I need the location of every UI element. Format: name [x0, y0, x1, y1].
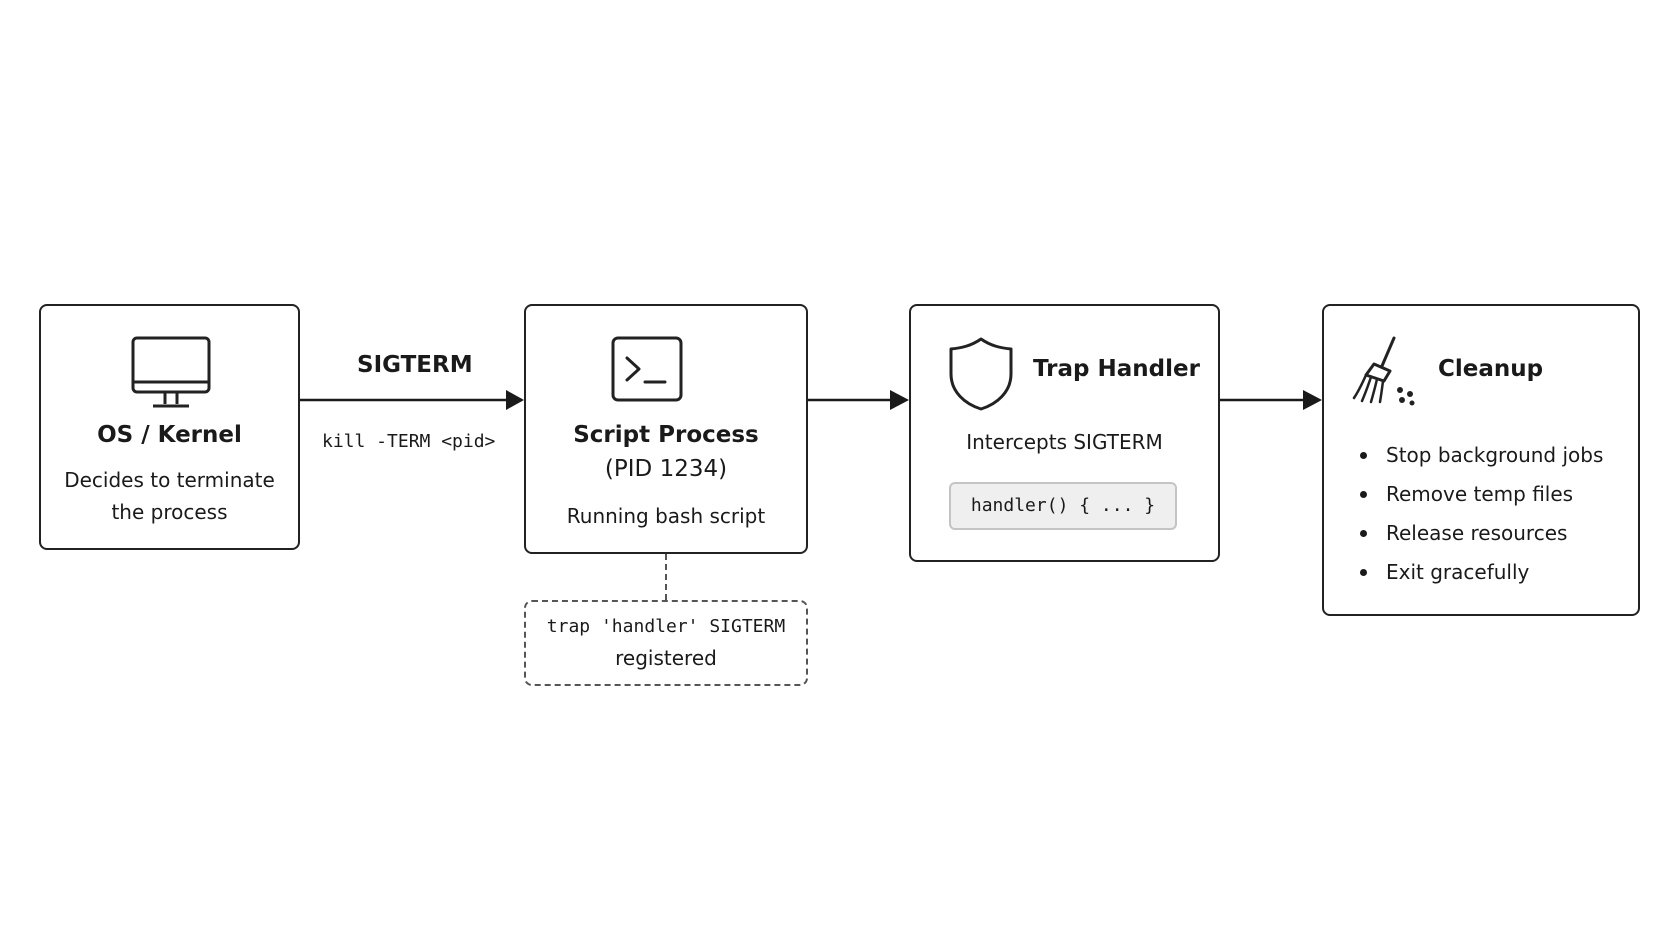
node-script-process: Script Process (PID 1234) Running bash s… [524, 304, 808, 554]
trap-handler-title: Trap Handler [1033, 356, 1200, 382]
script-process-title-line1: Script Process [573, 422, 759, 448]
cleanup-title: Cleanup [1438, 356, 1544, 382]
script-process-title: Script Process (PID 1234) [526, 418, 806, 486]
os-kernel-description-line1: Decides to terminate [64, 468, 275, 492]
cleanup-step: Release resources [1360, 514, 1603, 553]
node-cleanup: Cleanup Stop background jobs Remove temp… [1322, 304, 1640, 616]
node-os-kernel: OS / Kernel Decides to terminate the pro… [39, 304, 300, 550]
arrowhead-os-to-script [506, 390, 524, 410]
cleanup-step: Stop background jobs [1360, 436, 1603, 475]
cleanup-step: Remove temp files [1360, 475, 1603, 514]
trap-handler-description: Intercepts SIGTERM [966, 430, 1163, 454]
os-kernel-description: Decides to terminate the process [41, 464, 298, 528]
edge-label-kill-command: kill -TERM <pid> [322, 431, 496, 452]
node-trap-handler: Trap Handler Intercepts SIGTERM handler(… [909, 304, 1220, 562]
trap-registration-command: trap 'handler' SIGTERM [546, 616, 786, 637]
trap-registration-status: registered [615, 646, 717, 670]
arrowhead-script-to-trap [890, 390, 909, 410]
cleanup-steps-list: Stop background jobs Remove temp files R… [1360, 436, 1603, 592]
os-kernel-description-line2: the process [111, 500, 228, 524]
arrowhead-trap-to-cleanup [1303, 390, 1322, 410]
broom-icon [1352, 336, 1415, 406]
trap-registration-note: trap 'handler' SIGTERM registered [524, 600, 808, 686]
script-process-description: Running bash script [566, 504, 766, 528]
terminal-icon [611, 336, 683, 402]
handler-code-snippet: handler() { ... } [949, 482, 1177, 530]
monitor-icon [131, 336, 211, 408]
cleanup-step: Exit gracefully [1360, 553, 1603, 592]
os-kernel-title: OS / Kernel [97, 422, 242, 448]
script-process-pid: (PID 1234) [604, 456, 728, 482]
edge-label-sigterm: SIGTERM [357, 352, 473, 378]
shield-icon [949, 337, 1013, 411]
